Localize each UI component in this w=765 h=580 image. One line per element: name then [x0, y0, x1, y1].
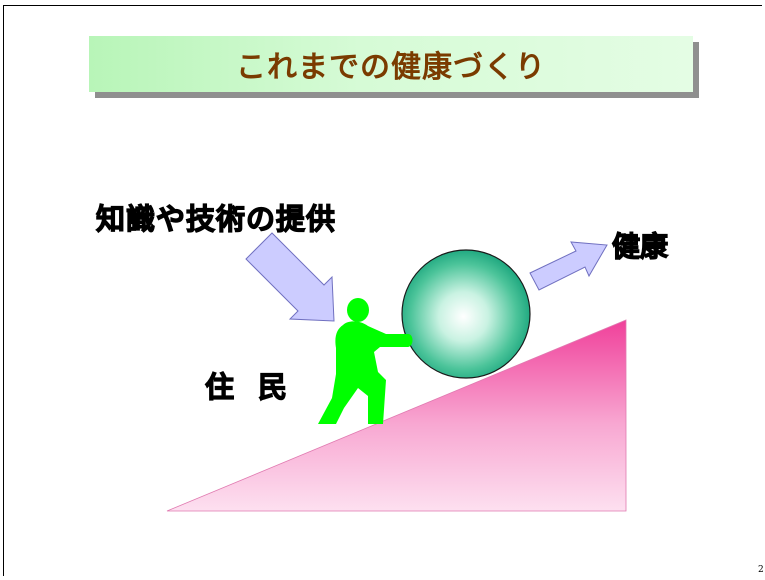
residents-label: 住民	[204, 369, 312, 404]
person-pushing-icon	[318, 298, 413, 424]
slide-border	[3, 5, 762, 576]
page-number: 2	[758, 565, 764, 575]
knowledge-arrow-icon	[245, 232, 335, 322]
sphere-icon	[401, 249, 531, 379]
health-arrow-icon	[529, 241, 608, 291]
slide-title: これまでの健康づくり	[236, 50, 546, 85]
health-label: 健康	[611, 229, 669, 263]
knowledge-label: 知識や技術の提供	[95, 201, 337, 236]
title-box: これまでの健康づくり	[89, 36, 693, 92]
slope-triangle	[166, 319, 627, 512]
